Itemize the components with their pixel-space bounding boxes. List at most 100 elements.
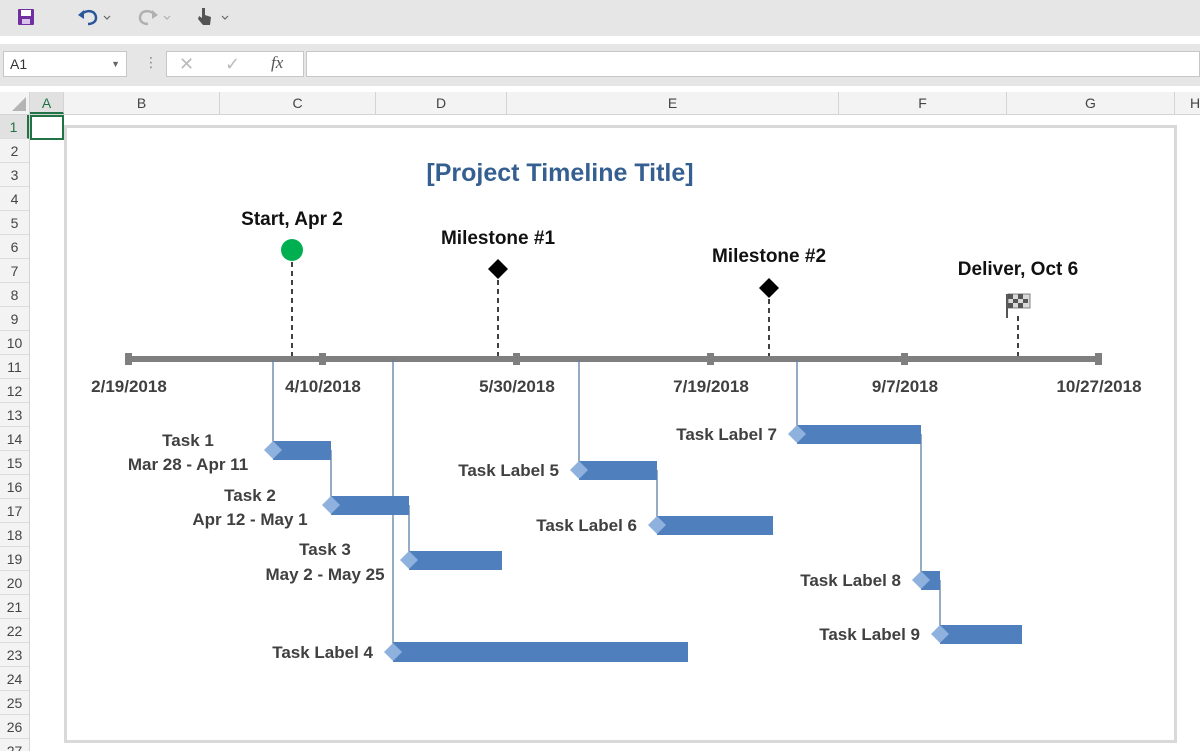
column-header-a[interactable]: A bbox=[30, 92, 64, 114]
row-header[interactable]: 4 bbox=[0, 187, 29, 211]
task-bar bbox=[273, 441, 331, 460]
task-start-marker bbox=[931, 625, 949, 643]
row-header[interactable]: 8 bbox=[0, 283, 29, 307]
milestone-label: Milestone #1 bbox=[441, 228, 555, 249]
row-header[interactable]: 16 bbox=[0, 475, 29, 499]
task-start-marker bbox=[648, 516, 666, 534]
row-header[interactable]: 22 bbox=[0, 619, 29, 643]
row-header[interactable]: 17 bbox=[0, 499, 29, 523]
row-header[interactable]: 15 bbox=[0, 451, 29, 475]
column-header-d[interactable]: D bbox=[376, 92, 507, 114]
row-header[interactable]: 27 bbox=[0, 739, 29, 751]
row-header[interactable]: 18 bbox=[0, 523, 29, 547]
axis-tick bbox=[707, 353, 714, 365]
enter-icon[interactable]: ✓ bbox=[225, 54, 241, 74]
task-date-range: May 2 - May 25 bbox=[265, 565, 384, 584]
name-box[interactable]: A1 ▼ bbox=[3, 51, 127, 77]
row-header[interactable]: 9 bbox=[0, 307, 29, 331]
axis-date-label: 7/19/2018 bbox=[673, 377, 749, 396]
task-label: Task Label 9 bbox=[819, 625, 920, 644]
active-cell-a1[interactable] bbox=[30, 115, 64, 140]
task-start-marker bbox=[400, 551, 418, 569]
task-start-marker bbox=[384, 643, 402, 661]
column-headers: A B C D E F G H bbox=[0, 92, 1200, 115]
row-header[interactable]: 24 bbox=[0, 667, 29, 691]
row-header[interactable]: 3 bbox=[0, 163, 29, 187]
task-label: Task Label 7 bbox=[676, 425, 777, 444]
row-header[interactable]: 1 bbox=[0, 115, 29, 139]
timeline-svg: [Project Timeline Title] 2/19/2018 4/10/… bbox=[91, 159, 1142, 662]
insert-function-icon[interactable]: fx bbox=[271, 53, 284, 72]
timeline-chart[interactable]: [Project Timeline Title] 2/19/2018 4/10/… bbox=[64, 125, 1177, 743]
task-bar bbox=[331, 496, 409, 515]
milestone-1-marker bbox=[488, 259, 508, 279]
task-bar bbox=[393, 642, 688, 662]
row-header[interactable]: 14 bbox=[0, 427, 29, 451]
task-start-marker bbox=[788, 425, 806, 443]
task-start-marker bbox=[322, 496, 340, 514]
task-date-range: Apr 12 - May 1 bbox=[192, 510, 307, 529]
axis-date-label: 9/7/2018 bbox=[872, 377, 938, 396]
axis-tick bbox=[1095, 353, 1102, 365]
formula-bar: A1 ▼ ⋮ ✕ ✓ fx bbox=[0, 44, 1200, 86]
task-start-marker bbox=[570, 461, 588, 479]
row-header[interactable]: 6 bbox=[0, 235, 29, 259]
task-start-marker bbox=[912, 571, 930, 589]
chevron-down-icon[interactable]: ▼ bbox=[111, 59, 120, 69]
task-label: Task Label 8 bbox=[800, 571, 901, 590]
milestone-label: Milestone #2 bbox=[712, 246, 826, 267]
task-bar bbox=[579, 461, 657, 480]
column-header-h[interactable]: H bbox=[1189, 95, 1200, 111]
task-bar bbox=[940, 625, 1022, 644]
column-header-e[interactable]: E bbox=[507, 92, 839, 114]
row-header[interactable]: 2 bbox=[0, 139, 29, 163]
row-header[interactable]: 13 bbox=[0, 403, 29, 427]
task-date-range: Mar 28 - Apr 11 bbox=[128, 455, 248, 474]
milestone-label: Deliver, Oct 6 bbox=[958, 259, 1078, 280]
axis-date-label: 10/27/2018 bbox=[1056, 377, 1141, 396]
row-header[interactable]: 20 bbox=[0, 571, 29, 595]
select-all-button[interactable] bbox=[0, 92, 30, 114]
save-icon[interactable] bbox=[16, 6, 36, 28]
row-header[interactable]: 21 bbox=[0, 595, 29, 619]
row-header[interactable]: 5 bbox=[0, 211, 29, 235]
row-header[interactable]: 11 bbox=[0, 355, 29, 379]
task-label: Task 3 bbox=[299, 540, 351, 559]
redo-icon[interactable] bbox=[136, 6, 172, 28]
axis-tick bbox=[319, 353, 326, 365]
cancel-icon[interactable]: ✕ bbox=[179, 54, 195, 74]
task-bar bbox=[409, 551, 502, 570]
column-header-g[interactable]: G bbox=[1007, 92, 1175, 114]
column-header-f[interactable]: F bbox=[839, 92, 1007, 114]
undo-icon[interactable] bbox=[76, 6, 112, 28]
axis-date-label: 2/19/2018 bbox=[91, 377, 167, 396]
formula-input[interactable] bbox=[306, 51, 1200, 77]
row-header[interactable]: 7 bbox=[0, 259, 29, 283]
task-bar bbox=[797, 425, 921, 444]
formula-buttons: ✕ ✓ fx bbox=[166, 51, 304, 77]
row-header[interactable]: 10 bbox=[0, 331, 29, 355]
task-label: Task 2 bbox=[224, 486, 276, 505]
column-header-c[interactable]: C bbox=[220, 92, 376, 114]
row-header[interactable]: 25 bbox=[0, 691, 29, 715]
start-milestone-marker bbox=[281, 239, 303, 261]
axis-date-label: 5/30/2018 bbox=[479, 377, 555, 396]
milestone-label: Start, Apr 2 bbox=[241, 209, 343, 230]
task-start-marker bbox=[264, 441, 282, 459]
touch-mode-icon[interactable] bbox=[194, 6, 232, 28]
task-label: Task 1 bbox=[162, 431, 214, 450]
row-header[interactable]: 23 bbox=[0, 643, 29, 667]
checkered-flag-icon bbox=[1006, 293, 1031, 318]
axis-tick bbox=[125, 353, 132, 365]
axis-tick bbox=[513, 353, 520, 365]
task-bar bbox=[657, 516, 773, 535]
name-box-value: A1 bbox=[10, 56, 28, 72]
row-header[interactable]: 12 bbox=[0, 379, 29, 403]
more-options-icon[interactable]: ⋮ bbox=[144, 54, 158, 70]
axis-tick bbox=[901, 353, 908, 365]
row-header[interactable]: 26 bbox=[0, 715, 29, 739]
row-header[interactable]: 19 bbox=[0, 547, 29, 571]
column-header-b[interactable]: B bbox=[64, 92, 220, 114]
axis-date-label: 4/10/2018 bbox=[285, 377, 361, 396]
